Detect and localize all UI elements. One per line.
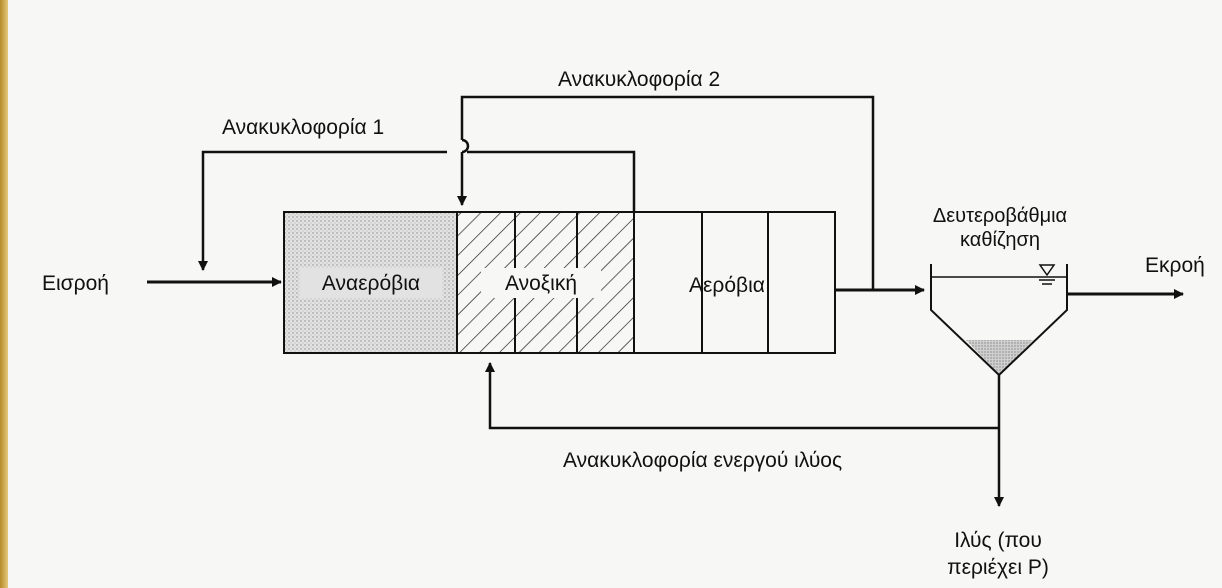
anoxic-label-bg	[481, 268, 601, 298]
anoxic-label: Ανοξική	[505, 272, 577, 295]
clarifier-label-line1: Δευτεροβάθμια	[933, 205, 1067, 227]
influent-label: Εισροή	[42, 272, 109, 295]
sludge-return-line	[485, 362, 999, 430]
sludge-out-label-line1: Ιλύς (που	[954, 529, 1042, 552]
clarifier-label-line2: καθίζηση	[960, 229, 1040, 251]
recirculation-1-label: Ανακυκλοφορία 1	[222, 116, 384, 139]
recirculation-1-return	[198, 150, 447, 271]
aerobic-label: Αερόβια	[689, 274, 765, 297]
anaerobic-label-bg	[300, 268, 442, 298]
clarifier-sludge	[966, 340, 1033, 375]
effluent-label: Εκροή	[1145, 254, 1205, 277]
sludge-recirculation-label: Ανακυκλοφορία ενεργού ιλύος	[563, 449, 842, 472]
anaerobic-label: Αναερόβια	[322, 272, 420, 295]
page-edge-border	[0, 0, 8, 588]
water-level-icon	[1038, 264, 1056, 277]
reactor-outline	[283, 211, 836, 354]
recirculation-2-label: Ανακυκλοφορία 2	[558, 68, 720, 91]
recirculation-2-line	[460, 95, 875, 290]
line-crossover-hop	[461, 138, 470, 154]
sludge-out-label-line2: περιέχει P)	[947, 556, 1049, 579]
recirculation-1-line	[467, 150, 636, 212]
